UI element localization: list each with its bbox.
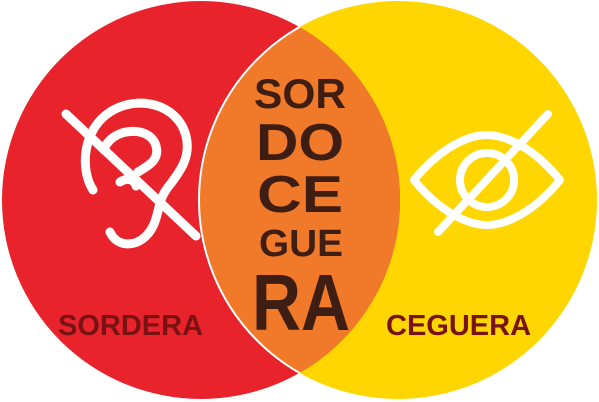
intersection-region [199,1,400,399]
intersection-line-5: RA [252,258,350,347]
intersection-word: SOR DO CE GUE RA [252,70,350,347]
crossed-out-eye-icon [410,110,564,236]
intersection-line-4: GUE [259,223,343,265]
intersection-line-2: DO [256,114,344,172]
right-circle-outline [198,1,400,399]
left-set-label: SORDERA [58,310,203,342]
crossed-out-ear-icon [61,98,201,249]
intersection-line-1: SOR [254,70,346,117]
right-set-label: CEGUERA [386,310,531,342]
intersection-line-3: CE [257,166,343,224]
